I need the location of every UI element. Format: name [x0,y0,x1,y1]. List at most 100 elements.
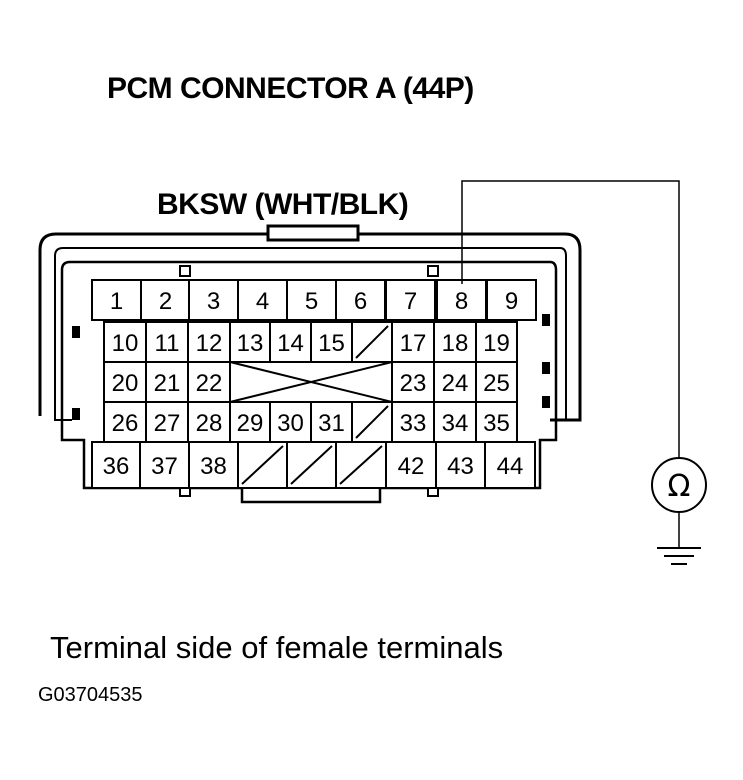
terminal-number: 34 [442,410,469,437]
terminal-number: 37 [151,453,178,480]
terminal-cavity: 11 [145,321,189,363]
terminal-cavity: 44 [484,441,536,489]
side-mark [72,408,80,420]
terminal-number: 4 [256,288,269,315]
terminal-number: 3 [207,288,220,315]
terminal-cavity: 9 [486,279,537,321]
terminal-cavity: 23 [391,361,435,403]
probe-wire [461,180,680,458]
ohmmeter-icon: Ω [651,457,707,513]
terminal-cavity: 3 [188,279,239,321]
terminal-cavity: 21 [145,361,189,403]
terminal-number: 9 [505,288,518,315]
terminal-number: 27 [154,410,181,437]
terminal-number: 28 [196,410,223,437]
terminal-cavity: 42 [385,441,437,489]
terminal-row-5: 36 37 38 42 43 44 [91,441,536,489]
terminal-cavity: 20 [103,361,147,403]
terminal-body [60,260,558,504]
terminal-cavity: 37 [139,441,190,489]
ohm-symbol: Ω [668,469,691,504]
terminal-number: 29 [237,410,264,437]
terminal-cavity: 43 [435,441,486,489]
unused-cavity-slash [339,445,383,485]
terminal-cavity: 29 [229,401,271,443]
terminal-number: 8 [455,288,468,315]
terminal-cavity: 1 [91,279,142,321]
terminal-number: 23 [400,370,427,397]
caption: Terminal side of female terminals [50,630,504,665]
terminal-number: 10 [112,330,139,357]
unused-block [229,361,393,403]
unused-cavity-slash [355,325,389,359]
terminal-cavity: 17 [391,321,435,363]
terminal-cavity [286,441,337,489]
terminal-number: 19 [483,330,510,357]
terminal-cavity: 2 [140,279,191,321]
terminal-number: 11 [155,330,180,357]
figure-code: G03704535 [38,684,143,706]
terminal-cavity: 26 [103,401,147,443]
unused-cavity-slash [355,405,389,439]
terminal-number: 13 [237,330,264,357]
connector-housing-inner [54,247,567,421]
terminal-number: 36 [103,453,130,480]
terminal-cavity: 25 [475,361,518,403]
top-latch [266,224,360,242]
terminal-number: 12 [196,330,223,357]
terminal-number: 42 [398,453,425,480]
terminal-number: 17 [400,330,427,357]
terminal-cavity: 35 [475,401,518,443]
terminal-cavity: 13 [229,321,271,363]
terminal-cavity [351,401,393,443]
terminal-number: 33 [400,410,427,437]
terminal-cavity: 36 [91,441,141,489]
unused-cavity-slash [241,445,284,485]
terminal-number: 43 [447,453,474,480]
terminal-cavity [351,321,393,363]
terminal-cavity [237,441,288,489]
side-mark [542,396,550,408]
terminal-cavity: 24 [433,361,477,403]
terminal-number: 30 [277,410,304,437]
terminal-cavity: 6 [335,279,386,321]
terminal-number: 15 [318,330,345,357]
terminal-cavity: 12 [187,321,231,363]
ground-icon [657,547,701,565]
terminal-cavity: 33 [391,401,435,443]
terminal-cavity: 31 [310,401,353,443]
terminal-number: 7 [404,288,417,315]
terminal-cavity: 27 [145,401,189,443]
side-mark [542,314,550,326]
terminal-cavity: 38 [188,441,239,489]
terminal-number: 18 [442,330,469,357]
unused-cavity-slash [290,445,333,485]
terminal-cavity: 18 [433,321,477,363]
terminal-cavity [335,441,387,489]
terminal-number: 20 [112,370,139,397]
locator-bump [427,265,439,277]
terminal-cavity: 30 [269,401,312,443]
terminal-number: 14 [277,330,304,357]
terminal-cavity: 15 [310,321,353,363]
terminal-cavity: 7 [385,279,436,321]
terminal-number: 31 [318,410,345,437]
terminal-cavity: 22 [187,361,231,403]
terminal-cavity: 28 [187,401,231,443]
side-mark [72,326,80,338]
side-mark [542,362,550,374]
wire-label: BKSW (WHT/BLK) [157,188,409,221]
terminal-cavity: 5 [286,279,337,321]
terminal-cavity: 19 [475,321,518,363]
terminal-number: 2 [159,288,172,315]
connector-title: PCM CONNECTOR A (44P) [107,72,474,105]
locator-bump [179,265,191,277]
terminal-cavity: 4 [237,279,288,321]
terminal-number: 1 [110,288,123,315]
terminal-number: 25 [483,370,510,397]
terminal-number: 35 [483,410,510,437]
terminal-number: 38 [200,453,227,480]
terminal-number: 22 [196,370,223,397]
terminal-cavity: 14 [269,321,312,363]
